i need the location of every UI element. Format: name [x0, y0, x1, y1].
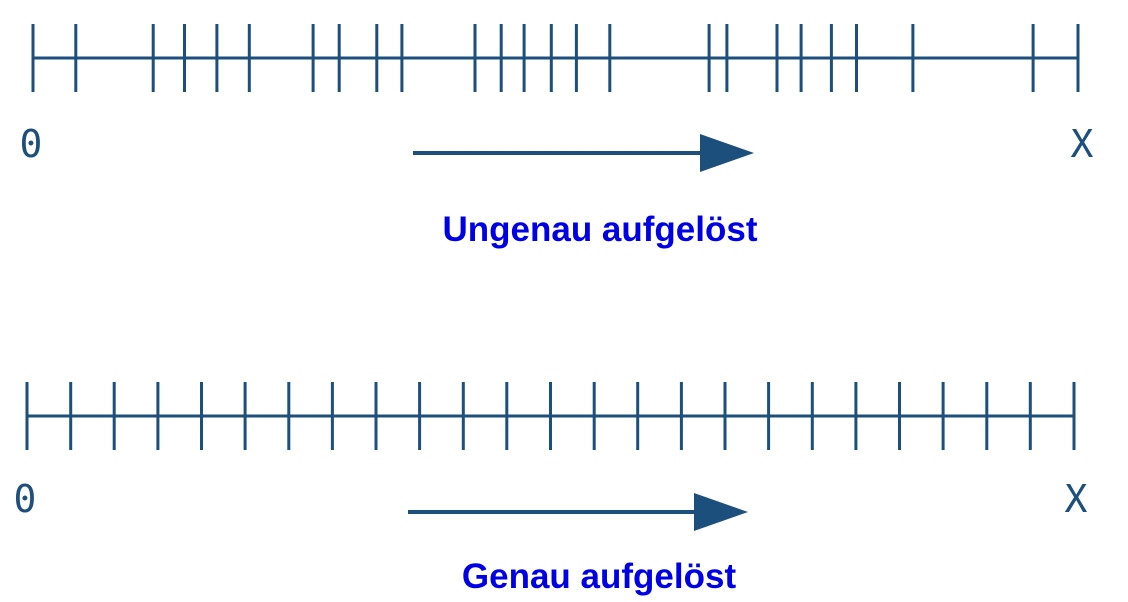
tick-group-genau — [25, 382, 1076, 450]
scale-genau: 0 X Genau aufgelöst — [14, 382, 1088, 596]
arrow-head — [700, 134, 754, 172]
start-label-genau: 0 — [14, 477, 37, 521]
arrow-head — [694, 493, 748, 531]
caption-ungenau: Ungenau aufgelöst — [442, 210, 757, 249]
start-label-ungenau: 0 — [20, 122, 43, 166]
end-label-genau: X — [1065, 477, 1088, 521]
tick-group-ungenau — [31, 24, 1080, 92]
arrow-ungenau — [413, 134, 754, 172]
end-label-ungenau: X — [1071, 122, 1094, 166]
scale-ungenau: 0 X Ungenau aufgelöst — [20, 24, 1094, 249]
arrow-genau — [408, 493, 748, 531]
caption-genau: Genau aufgelöst — [462, 557, 737, 596]
